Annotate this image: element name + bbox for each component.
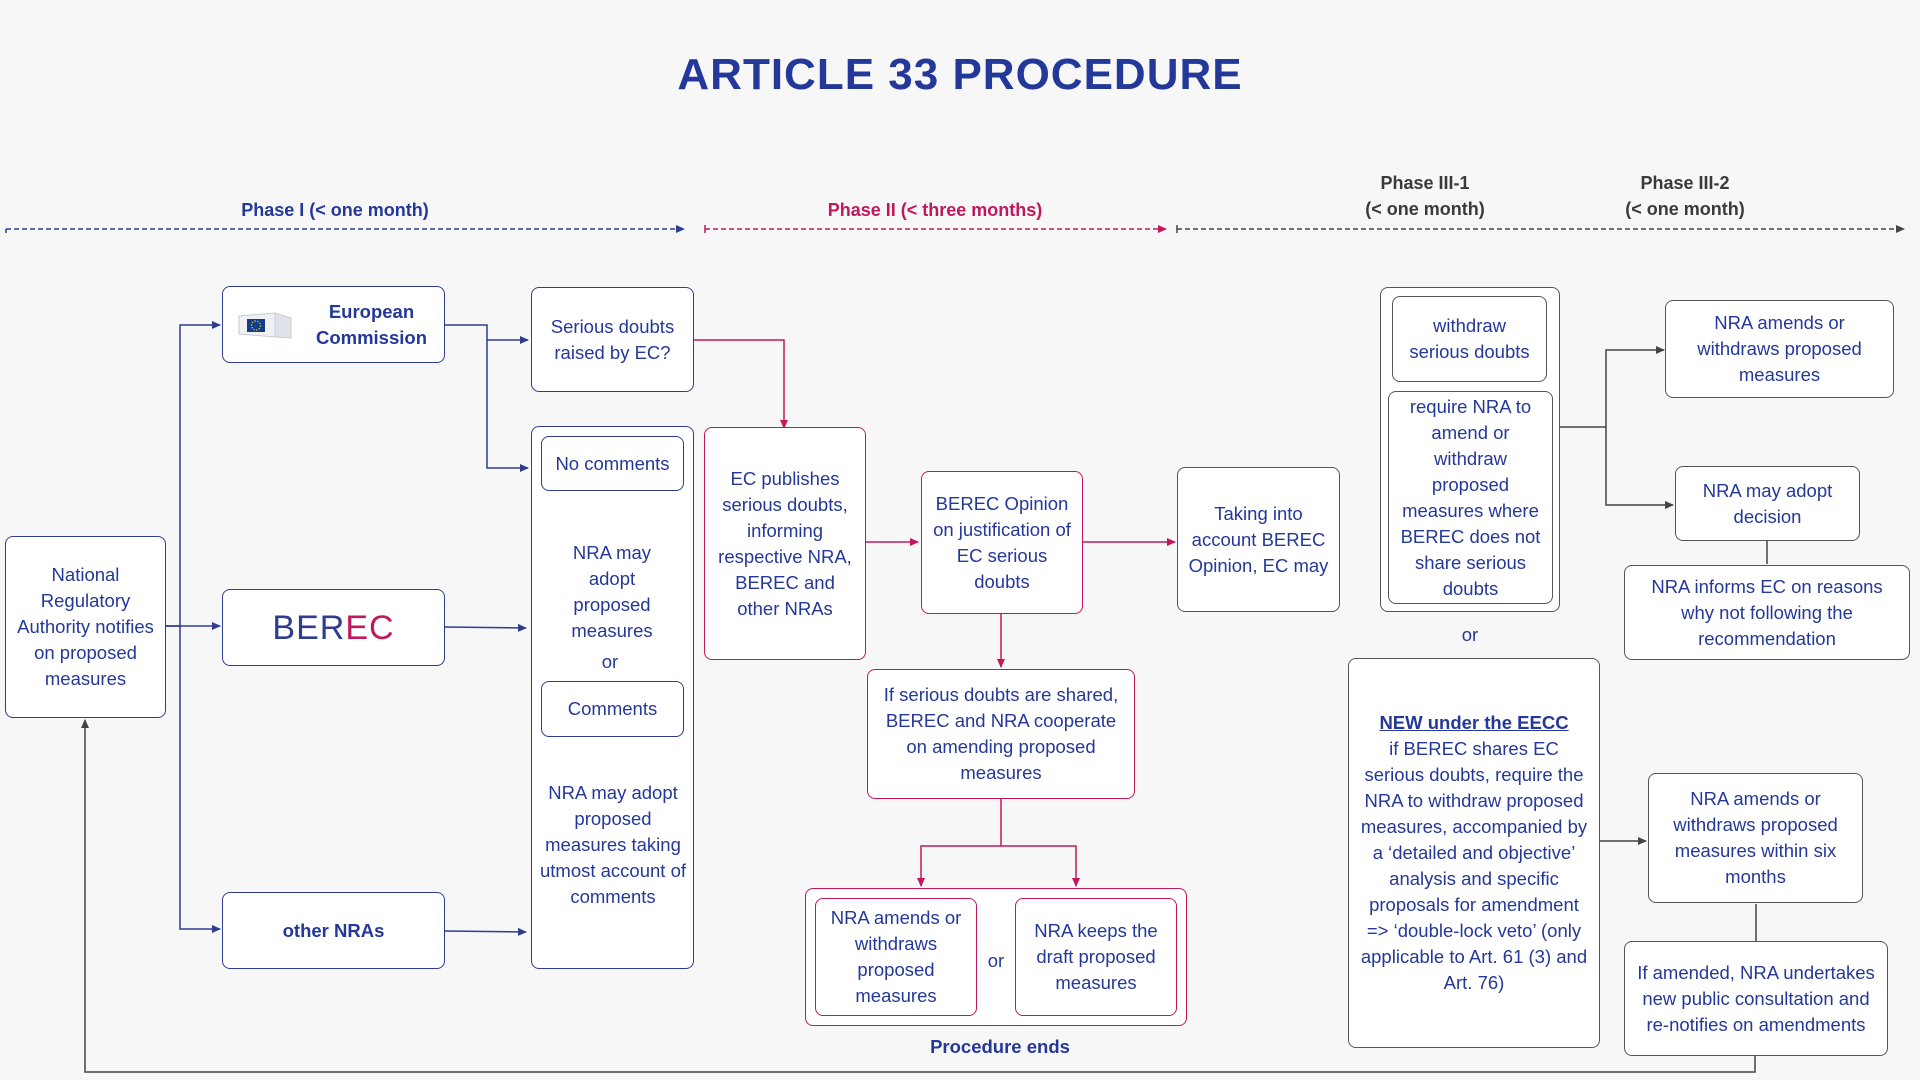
if-shared-box: If serious doubts are shared, BEREC and … [867, 669, 1135, 799]
procedure-ends-label: Procedure ends [930, 1036, 1070, 1057]
phase-3-1-label: Phase III-1 (< one month) [1330, 170, 1520, 222]
nra-amends-withdraws-box: NRA amends or withdraws proposed measure… [815, 898, 977, 1016]
nra-notifies-box: National Regulatory Authority notifies o… [5, 536, 166, 718]
nra-may-adopt-text-1: NRA may adopt proposed measures [571, 542, 653, 641]
if-amended-box: If amended, NRA undertakes new public co… [1624, 941, 1888, 1056]
taking-into-account-box: Taking into account BEREC Opinion, EC ma… [1177, 467, 1340, 612]
new-under-eecc-body: if BEREC shares EC serious doubts, requi… [1360, 738, 1588, 993]
phase-3-1-name: Phase III-1 [1380, 173, 1470, 193]
berec-logo-ec: EC [345, 608, 395, 647]
berec-opinion-box: BEREC Opinion on justification of EC ser… [921, 471, 1083, 614]
or-text-2: or [987, 950, 1005, 971]
other-nras-box: other NRAs [222, 892, 445, 969]
nra-informs-ec-box: NRA informs EC on reasons why not follow… [1624, 565, 1910, 660]
phase-1-label: Phase I (< one month) [241, 200, 429, 220]
new-under-eecc-box: NEW under the EECC if BEREC shares EC se… [1348, 658, 1600, 1048]
berec-logo: BEREC [272, 611, 394, 645]
phase-3-1-duration: (< one month) [1365, 199, 1485, 219]
nra-may-adopt-decision-box: NRA may adopt decision [1675, 466, 1860, 541]
page-title: ARTICLE 33 PROCEDURE [677, 50, 1243, 99]
berec-logo-ber: BER [272, 608, 346, 647]
nra-keeps-box: NRA keeps the draft proposed measures [1015, 898, 1177, 1016]
phase-1-timeline [5, 225, 685, 233]
phase-3-timeline [1176, 225, 1905, 233]
ec-publishes-box: EC publishes serious doubts, informing r… [704, 427, 866, 660]
or-text-1: or [601, 651, 619, 672]
require-nra-box: require NRA to amend or withdraw propose… [1388, 391, 1553, 604]
phase-3-2-duration: (< one month) [1625, 199, 1745, 219]
berec-box: BEREC [222, 589, 445, 666]
phase-2-timeline [704, 225, 1167, 233]
european-commission-label: European Commission [315, 300, 428, 348]
new-under-eecc-title: NEW under the EECC [1379, 712, 1569, 733]
nra-amends-withdraws-top-box: NRA amends or withdraws proposed measure… [1665, 300, 1894, 398]
comments-box: Comments [541, 681, 684, 737]
ec-flag-icon [237, 310, 295, 340]
phase-2-label: Phase II (< three months) [827, 200, 1043, 220]
nra-amends-six-months-box: NRA amends or withdraws proposed measure… [1648, 773, 1863, 903]
withdraw-doubts-box: withdraw serious doubts [1392, 296, 1547, 382]
phase-3-2-label: Phase III-2 (< one month) [1590, 170, 1780, 222]
phase-3-2-name: Phase III-2 [1640, 173, 1730, 193]
no-comments-box: No comments [541, 436, 684, 491]
serious-doubts-box: Serious doubts raised by EC? [531, 287, 694, 392]
european-commission-box: European Commission [222, 286, 445, 363]
nra-may-adopt-text-2: NRA may adopt proposed measures taking u… [539, 782, 687, 907]
or-text-3: or [1461, 624, 1479, 645]
